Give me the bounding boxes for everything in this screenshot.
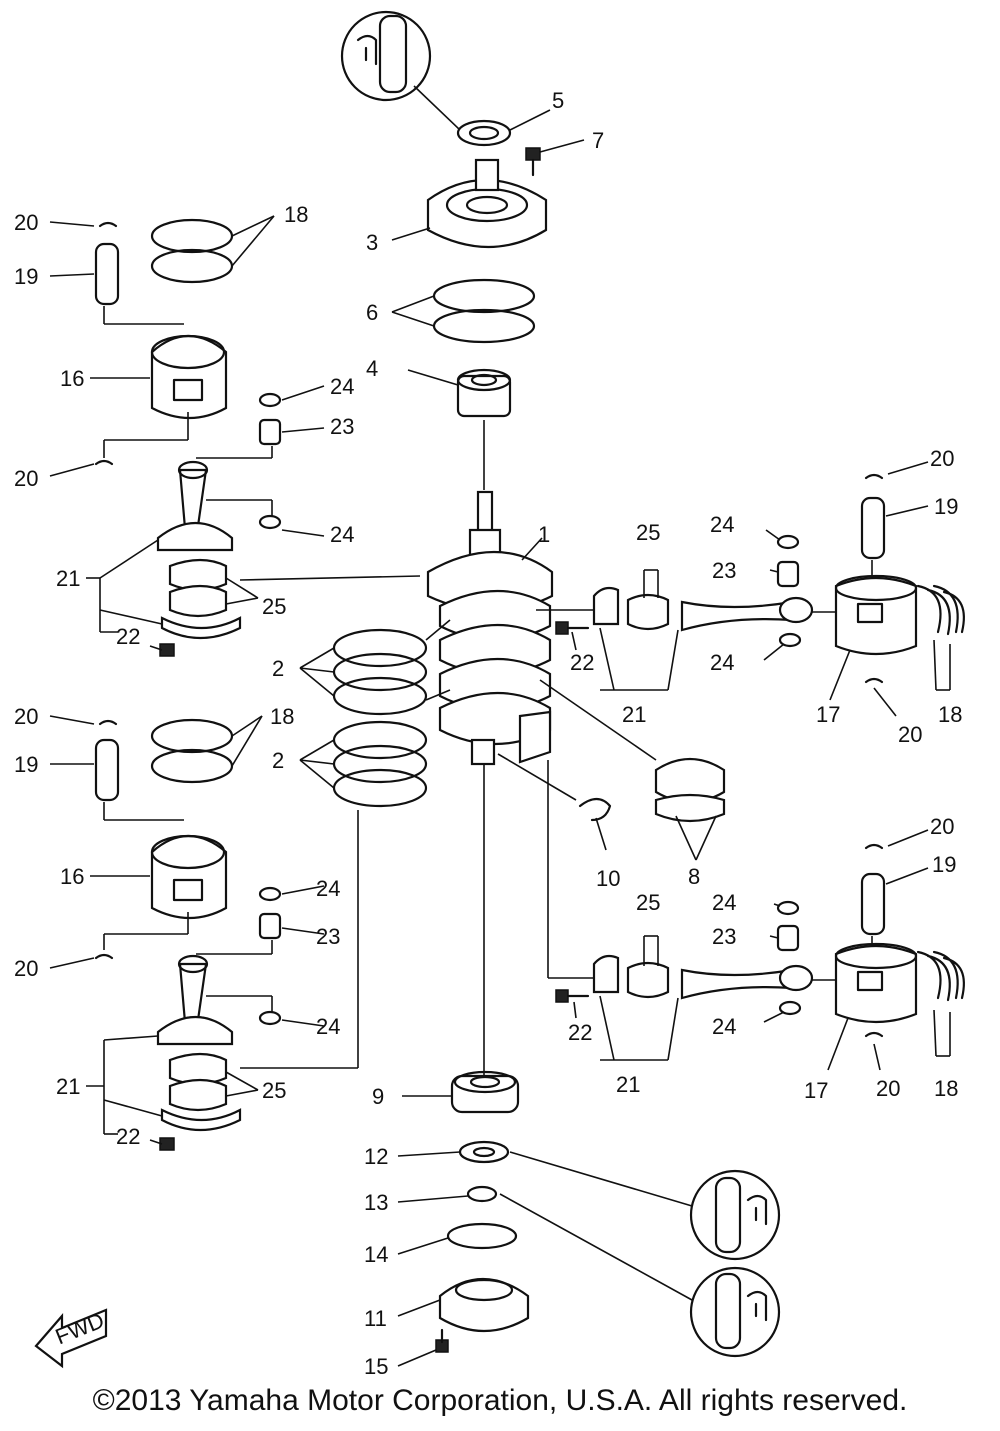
callout-17: 17	[816, 702, 840, 727]
gasket-14	[397, 1222, 518, 1255]
callout-19: 19	[14, 752, 38, 777]
callout-18: 18	[934, 1076, 958, 1101]
callout-16: 16	[60, 864, 84, 889]
lower-housing-11	[397, 1278, 530, 1333]
seal-detail-callout-2	[689, 1266, 781, 1358]
callout-22: 22	[570, 650, 594, 675]
bolt-7	[525, 139, 585, 177]
callout-16: 16	[60, 366, 84, 391]
callout-22: 22	[116, 1124, 140, 1149]
callout-21: 21	[622, 702, 646, 727]
callout-8: 8	[688, 864, 700, 889]
callout-20: 20	[14, 704, 38, 729]
callout-22: 22	[568, 1020, 592, 1045]
callout-2: 2	[272, 656, 284, 681]
oil-seal-5	[456, 109, 551, 147]
callout-20: 20	[14, 210, 38, 235]
callout-19: 19	[932, 852, 956, 877]
callout-24: 24	[710, 512, 734, 537]
callout-10: 10	[596, 866, 620, 891]
callout-17: 17	[804, 1078, 828, 1103]
oil-seal-12	[397, 1140, 693, 1207]
callout-24: 24	[316, 876, 340, 901]
callout-13: 13	[364, 1190, 388, 1215]
crankshaft-1	[426, 490, 554, 766]
callout-24: 24	[710, 650, 734, 675]
callout-20: 20	[930, 814, 954, 839]
callout-25: 25	[262, 594, 286, 619]
callout-15: 15	[364, 1354, 388, 1379]
callout-23: 23	[316, 924, 340, 949]
callout-24: 24	[712, 890, 736, 915]
callout-11: 11	[364, 1306, 387, 1331]
seal-detail-callout-top	[340, 10, 461, 131]
left-upper-piston-assembly	[49, 215, 421, 657]
callout-25: 25	[636, 890, 660, 915]
piston-rings-2	[299, 619, 451, 808]
callout-14: 14	[364, 1242, 388, 1267]
left-lower-piston-assembly	[49, 715, 325, 1151]
lower-bearing-9	[402, 1070, 520, 1114]
bolt-15	[397, 1328, 449, 1367]
callout-23: 23	[712, 924, 736, 949]
needle-bearing-8	[539, 679, 726, 861]
circlip-10	[578, 797, 612, 851]
copyright-notice: ©2013 Yamaha Motor Corporation, U.S.A. A…	[92, 1384, 908, 1417]
callout-19: 19	[934, 494, 958, 519]
callout-23: 23	[330, 414, 354, 439]
callout-20: 20	[930, 446, 954, 471]
callout-3: 3	[366, 230, 378, 255]
callout-19: 19	[14, 264, 38, 289]
callout-7: 7	[592, 128, 604, 153]
right-upper-piston-assembly	[536, 461, 965, 717]
callout-21: 21	[616, 1072, 640, 1097]
callout-21: 21	[56, 566, 80, 591]
callout-18: 18	[270, 704, 294, 729]
o-rings-6	[391, 278, 536, 344]
callout-24: 24	[330, 522, 354, 547]
callout-23: 23	[712, 558, 736, 583]
callout-25: 25	[636, 520, 660, 545]
fwd-arrow: FWD	[34, 1307, 108, 1369]
callout-12: 12	[364, 1144, 388, 1169]
callout-5: 5	[552, 88, 564, 113]
callout-20: 20	[14, 466, 38, 491]
callout-18: 18	[284, 202, 308, 227]
callout-6: 6	[366, 300, 378, 325]
callout-24: 24	[316, 1014, 340, 1039]
upper-bearing-housing-3	[391, 158, 548, 249]
callout-22: 22	[116, 624, 140, 649]
right-lower-piston-assembly	[555, 829, 965, 1071]
callout-4: 4	[366, 356, 378, 381]
callout-24: 24	[712, 1014, 736, 1039]
callout-24: 24	[330, 374, 354, 399]
callout-2: 2	[272, 748, 284, 773]
callout-20: 20	[898, 722, 922, 747]
callout-18: 18	[938, 702, 962, 727]
callout-9: 9	[372, 1084, 384, 1109]
callout-25: 25	[262, 1078, 286, 1103]
callout-labels: 1 2 2 3 4 5 6 7 8 9 10 11 12 13 14 15 16…	[14, 88, 962, 1379]
callout-20: 20	[876, 1076, 900, 1101]
oil-seal-13	[397, 1185, 693, 1301]
callout-21: 21	[56, 1074, 80, 1099]
callout-1: 1	[538, 522, 550, 547]
seal-detail-callout-1	[689, 1169, 781, 1261]
bearing-4	[407, 368, 512, 490]
callout-20: 20	[14, 956, 38, 981]
